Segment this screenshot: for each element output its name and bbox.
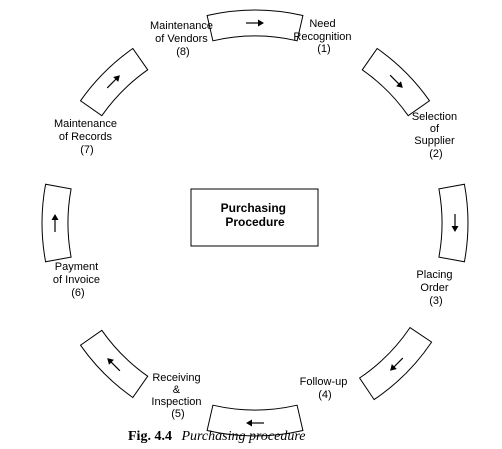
step-8-line-1: Maintenance [150,20,213,32]
step-1-number: (1) [317,43,330,55]
figure-title: Purchasing procedure [180,429,305,444]
center-box [190,188,319,247]
step-5-number: (5) [171,408,184,420]
arrow-box-7-to-8-arrow-shaft [106,77,118,89]
arrow-box-4-to-5 [206,404,304,437]
arrow-box-8-to-1-arrow-icon [258,19,264,27]
step-6-number: (6) [71,287,84,299]
arrow-box-5-to-6 [79,329,149,399]
arrow-box-3-to-4-arrow-icon [390,364,397,371]
step-label-maintenance-of-vendors: Maintenance of Vendors (8) [150,20,216,58]
center-title-line-2: Procedure [225,215,285,229]
step-6-line-2: of Invoice [53,274,100,286]
step-6-line-1: Payment [55,261,98,273]
cycle-arrow-boxes [41,9,469,437]
arrow-box-2-to-3-arrow-icon [451,226,459,232]
arrow-box-6-to-7-arrow-icon [51,214,59,220]
step-7-line-1: Maintenance [54,118,117,130]
step-label-need-recognition: Need Recognition (1) [293,18,354,55]
step-8-number: (8) [176,46,189,58]
step-1-line-2: Recognition [293,31,351,43]
center-title-line-1: Purchasing [221,201,286,215]
arrow-box-1-to-2-arrow-icon [396,81,403,88]
step-4-line-1: Follow-up [300,376,348,388]
arrow-box-5-to-6-arrow-icon [107,358,114,365]
step-label-selection-of-supplier: Selection of Supplier (2) [412,111,460,160]
arrow-box-7-to-8 [79,47,149,117]
step-7-number: (7) [80,144,93,156]
arrow-box-1-to-2 [361,47,431,117]
figure-caption: Fig. 4.4 Purchasing procedure [128,429,305,444]
step-4-number: (4) [318,389,331,401]
step-7-line-2: of Records [59,131,113,143]
center-title: Purchasing Procedure [221,201,290,229]
step-3-line-1: Placing [416,269,452,281]
step-8-line-2: of Vendors [155,33,208,45]
arrow-box-7-to-8-arrow-icon [113,75,120,82]
step-2-number: (2) [429,148,442,160]
step-5-line-1: Receiving [152,372,200,384]
step-2-line-1: Selection [412,111,457,123]
step-label-receiving-inspection: Receiving & Inspection (5) [151,372,204,420]
step-label-placing-order: Placing Order (3) [416,269,455,307]
step-5-line-3: Inspection [151,396,201,408]
arrow-box-5-to-6-arrow-shaft [109,360,121,372]
arrow-box-8-to-1 [206,9,304,42]
step-label-maintenance-of-records: Maintenance of Records (7) [54,118,120,156]
step-2-line-3: Supplier [414,135,455,147]
arrow-box-6-to-7 [41,183,72,263]
step-5-line-2: & [173,384,181,396]
step-3-line-2: Order [420,282,448,294]
step-2-line-2: of [430,123,440,135]
arrow-box-3-to-4-arrow-shaft [392,357,404,369]
arrow-box-4-to-5-arrow-icon [246,419,252,427]
arrow-box-1-to-2-arrow-shaft [389,74,401,86]
step-labels: Need Recognition (1) Selection of Suppli… [53,18,460,420]
arrow-box-3-to-4 [358,326,433,401]
arrow-box-2-to-3 [438,183,469,263]
step-1-line-1: Need [309,18,335,30]
figure-number: Fig. 4.4 [128,429,172,444]
step-label-payment-of-invoice: Payment of Invoice (6) [53,261,103,299]
step-3-number: (3) [429,295,442,307]
step-label-follow-up: Follow-up (4) [300,376,351,401]
